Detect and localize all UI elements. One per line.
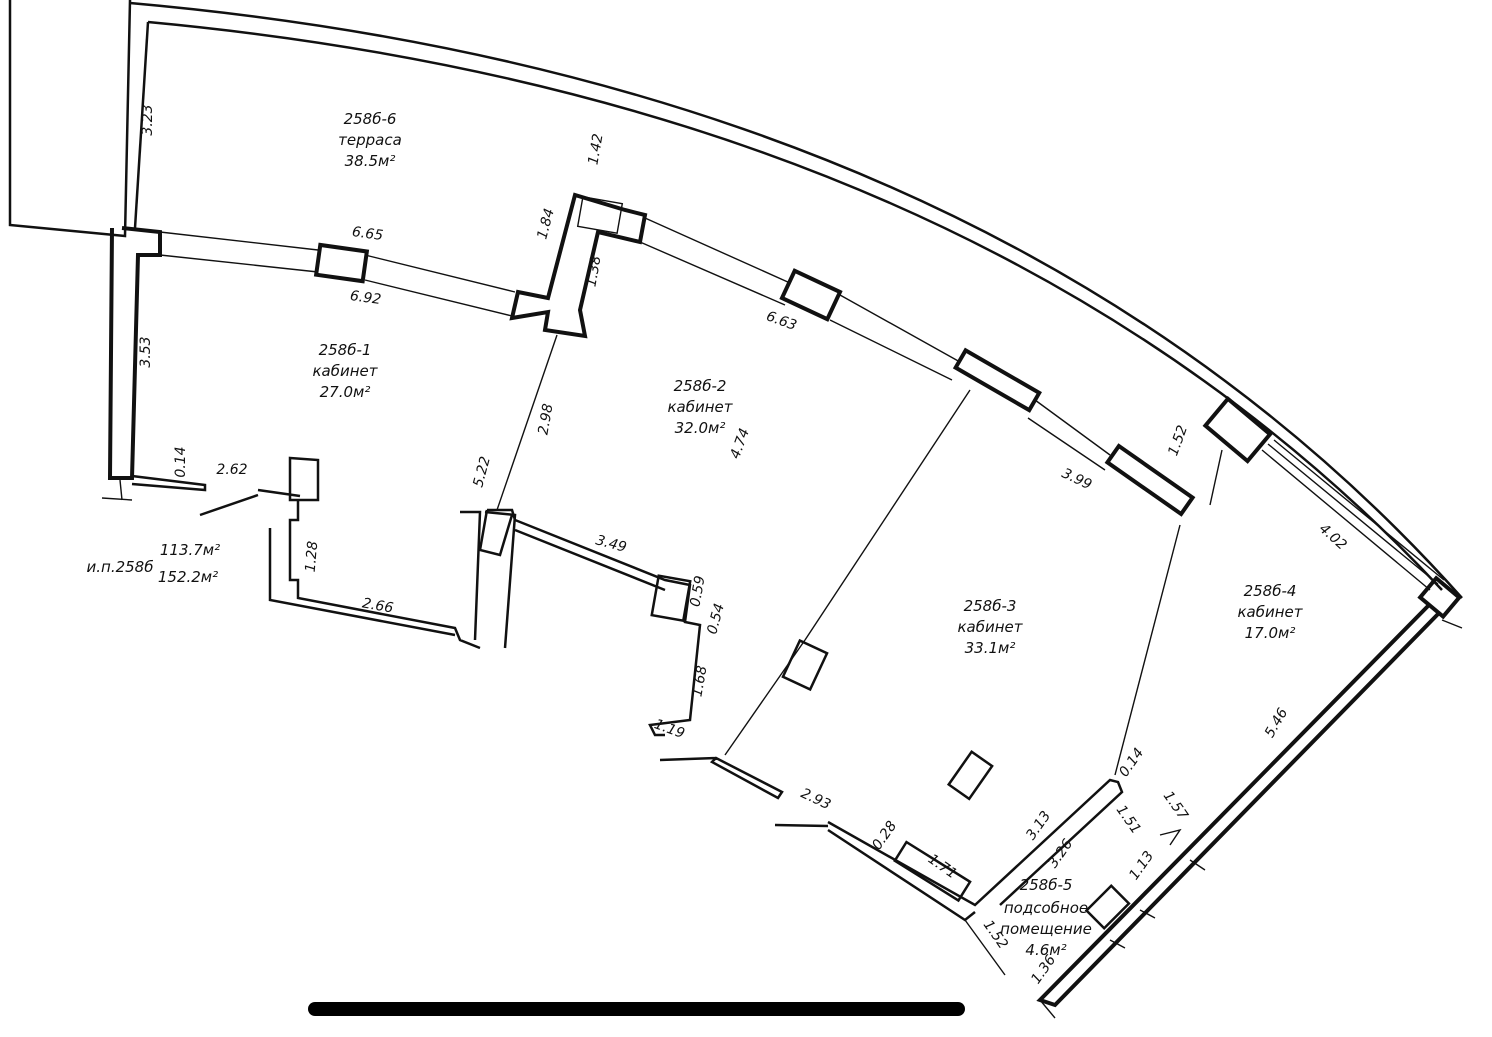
- dimension-label: 2.62: [216, 462, 247, 478]
- terrace-inner-edge: [147, 20, 1443, 591]
- dimension-label: 0.28: [869, 818, 900, 853]
- dimension-label: 3.23: [140, 104, 156, 135]
- partition-wall: [478, 508, 702, 737]
- column: [1417, 575, 1463, 620]
- room-258b-5: 258б-5 подсобное помещение 4.6м²: [1000, 876, 1092, 959]
- column: [946, 749, 994, 801]
- dimension-label: 2.66: [361, 595, 395, 616]
- room-id: 258б-2: [674, 377, 727, 395]
- room-1-lower-wall: [131, 456, 517, 650]
- dimension-label: 6.63: [764, 308, 799, 334]
- wall-tick: [101, 497, 133, 501]
- summary: и.п.258б 113.7м² 152.2м²: [87, 541, 221, 586]
- terrace-left-edge: [133, 21, 150, 229]
- room-area: 38.5м²: [345, 152, 396, 170]
- room-id: 258б-4: [1244, 582, 1297, 600]
- column: [509, 192, 648, 339]
- partition-3-4: [1114, 524, 1181, 776]
- dimension-label: 6.92: [349, 288, 382, 308]
- room-type: терраса: [338, 131, 402, 149]
- dimension-label: 3.49: [594, 532, 628, 556]
- partition-2-3: [804, 389, 971, 641]
- room-type: подсобное: [1004, 899, 1088, 917]
- room-area: 27.0м²: [320, 383, 371, 401]
- summary-area-2: 152.2м²: [158, 568, 218, 586]
- dimension-label: 1.68: [689, 664, 710, 698]
- dimension-label: 3.53: [138, 336, 154, 367]
- room-id: 258б-5: [1020, 876, 1073, 894]
- room-258b-1: 258б-1 кабинет 27.0м²: [312, 341, 378, 401]
- dimension-label: 1.52: [1165, 423, 1191, 458]
- column: [313, 242, 370, 284]
- dimension-labels: 3.23 1.42 6.65 6.92 1.84 1.38 3.53 0.14 2.62 1.28…: [138, 104, 1350, 987]
- room-id: 258б-1: [319, 341, 372, 359]
- room-id: 258б-6: [344, 110, 397, 128]
- column-inner: [576, 195, 624, 235]
- dimension-label: 2.93: [798, 786, 833, 814]
- dimension-label: 1.57: [1160, 788, 1191, 823]
- dimension-label: 1.13: [1126, 848, 1157, 883]
- window-wall: [159, 231, 516, 317]
- dimension-label: 0.59: [687, 574, 708, 608]
- summary-label: и.п.258б: [87, 558, 154, 576]
- room-area: 4.6м²: [1025, 941, 1066, 959]
- dimension-label: 3.26: [1045, 836, 1076, 871]
- dimension-label: 5.46: [1262, 705, 1291, 740]
- terrace-outer-edge: [129, 1, 1463, 599]
- dimension-label: 6.65: [351, 224, 384, 244]
- room-258b-6: 258б-6 терраса 38.5м²: [338, 110, 402, 170]
- column: [650, 574, 692, 623]
- dimension-label: 1.38: [583, 254, 604, 288]
- room-id: 258б-3: [964, 597, 1017, 615]
- window-wall: [1261, 439, 1445, 591]
- right-wall: [1036, 604, 1442, 1008]
- dimension-label: 1.84: [534, 207, 558, 241]
- room-type: помещение: [1000, 920, 1092, 938]
- column: [1084, 884, 1131, 930]
- column: [781, 638, 829, 692]
- dimension-label: 5.22: [470, 455, 494, 489]
- column: [1104, 443, 1196, 517]
- dimension-label: 2.98: [535, 402, 556, 436]
- room-258b-2: 258б-2 кабинет 32.0м²: [667, 377, 733, 437]
- column: [779, 268, 843, 322]
- dimension-label: 1.42: [585, 132, 606, 166]
- room-type: кабинет: [667, 398, 733, 416]
- wall-tick: [119, 479, 123, 501]
- dimension-label: 3.13: [1023, 808, 1054, 843]
- room-258b-3: 258б-3 кабинет 33.1м²: [957, 597, 1023, 657]
- room-area: 17.0м²: [1245, 624, 1296, 642]
- room-area: 33.1м²: [965, 639, 1016, 657]
- room-type: кабинет: [312, 362, 378, 380]
- room-type: кабинет: [957, 618, 1023, 636]
- column: [893, 840, 972, 903]
- column: [952, 347, 1042, 413]
- dimension-label: 3.99: [1059, 466, 1094, 494]
- column: [1202, 396, 1273, 464]
- room-3-lower-wall: [659, 756, 1124, 922]
- home-indicator-bar[interactable]: [308, 1002, 965, 1016]
- partition-1-2: [496, 334, 558, 511]
- dimension-line: [1209, 449, 1223, 506]
- dimension-label: 4.02: [1316, 521, 1350, 554]
- room-258b-4: 258б-4 кабинет 17.0м²: [1237, 582, 1303, 642]
- dimension-label: 4.74: [727, 426, 753, 461]
- dimension-label: 0.54: [704, 602, 728, 636]
- summary-area-1: 113.7м²: [160, 541, 220, 559]
- dimension-label: 1.71: [925, 851, 960, 882]
- wall-ticks: [964, 619, 1463, 1019]
- room-area: 32.0м²: [675, 419, 726, 437]
- window-wall: [639, 217, 1111, 471]
- dimension-label: 1.51: [1113, 802, 1144, 837]
- adjacent-block: [8, 0, 132, 238]
- dimension-label: 1.28: [303, 540, 322, 573]
- room-type: кабинет: [1237, 603, 1303, 621]
- dimension-label: 0.14: [173, 446, 189, 477]
